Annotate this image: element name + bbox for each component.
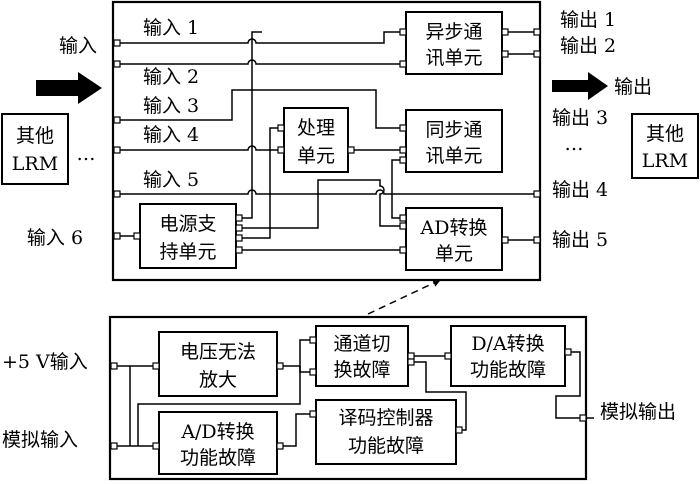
analog-output-label: 模拟输出 [600,401,676,423]
decoder-fault-line2: 功能故障 [348,435,424,457]
ad-convert-fault-line1: A/D转换 [180,421,254,443]
input-5-label: 输入 5 [143,169,199,191]
processing-unit-line2: 单元 [297,145,335,167]
bottom-wiring [116,339,594,447]
input-main-label: 输入 [59,35,97,57]
channel-switch-fault-box [315,325,409,387]
ad-convert-unit-box [405,207,503,271]
power-support-unit-line2: 持单元 [159,241,216,263]
input-3-label: 输入 3 [143,95,199,117]
other-lrm-right-box [631,113,699,179]
ad-convert-unit-line2: 单元 [435,243,473,265]
da-convert-fault-line2: 功能故障 [470,359,546,381]
async-comm-unit-box [405,11,503,75]
sync-comm-unit-box [405,109,503,173]
output-5-label: 输出 5 [552,229,608,251]
power-support-unit-box [139,203,237,269]
decoder-fault-line1: 译码控制器 [338,407,433,429]
other-lrm-right-line2: LRM [642,150,688,172]
sync-comm-unit-line2: 讯单元 [425,145,482,167]
right-dots: … [565,133,584,155]
channel-switch-fault-line1: 通道切 [333,333,390,355]
other-lrm-left-line2: LRM [12,153,58,175]
async-comm-unit-line1: 异步通 [425,21,482,43]
output-2-label: 输出 2 [560,35,616,57]
analog-input-label: 模拟输入 [2,429,78,451]
voltage-amp-fault-line1: 电压无法 [180,341,256,363]
other-lrm-right-line1: 其他 [646,123,684,145]
voltage-amp-fault-box [158,331,278,397]
output-3-label: 输出 3 [552,107,608,129]
left-dots: … [77,143,96,165]
top-wiring [119,31,538,251]
top-ports [113,28,541,254]
input-2-label: 输入 2 [143,66,199,88]
bottom-ports [110,336,587,450]
main-input-arrow [36,72,102,104]
output-1-label: 输出 1 [560,9,616,31]
other-lrm-left-line1: 其他 [16,125,54,147]
drilldown-dashed-arrow [367,279,441,315]
power-input-label: +5 V输入 [2,351,88,373]
ad-convert-fault-line2: 功能故障 [180,447,256,469]
ad-convert-unit-line1: AD转换 [420,217,488,239]
ad-convert-fault-box [158,411,278,475]
processing-unit-box [283,107,349,173]
output-main-label: 输出 [614,76,652,98]
other-lrm-left-box [1,113,69,185]
da-convert-fault-box [450,325,566,387]
async-comm-unit-line2: 讯单元 [425,47,482,69]
main-output-arrow [552,72,608,100]
sync-comm-unit-line1: 同步通 [425,119,482,141]
processing-unit-line1: 处理 [297,117,335,139]
output-4-label: 输出 4 [552,179,608,201]
voltage-amp-fault-line2: 放大 [199,369,237,391]
input-6-label: 输入 6 [27,227,83,249]
input-4-label: 输入 4 [143,124,199,146]
channel-switch-fault-line2: 换故障 [333,359,390,381]
power-support-unit-line1: 电源支 [159,213,216,235]
input-1-label: 输入 1 [143,17,199,39]
da-convert-fault-line1: D/A转换 [471,333,544,355]
